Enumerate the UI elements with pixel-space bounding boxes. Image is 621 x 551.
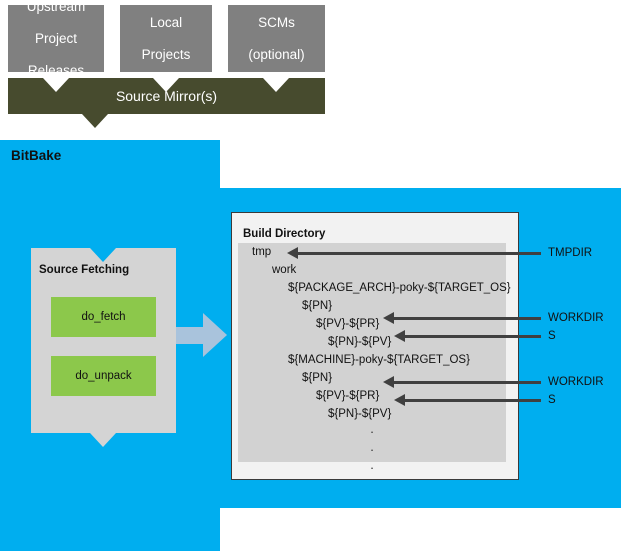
source-box-line: Projects xyxy=(141,46,191,62)
tree-row: ${PN}-${PV} xyxy=(328,408,392,420)
callout-label-s-1: S xyxy=(548,330,556,342)
source-fetching-panel xyxy=(31,248,176,433)
source-box-line: Local xyxy=(149,14,183,30)
flow-notch-local-icon xyxy=(153,78,179,92)
bitbake-region-upper xyxy=(0,140,220,188)
bitbake-region-left-column xyxy=(0,508,220,551)
callout-label-workdir-1: WORKDIR xyxy=(548,312,604,324)
tree-row: ${PN} xyxy=(302,300,333,312)
source-box-line: Project xyxy=(34,30,78,46)
callout-arrowhead-workdir-1-icon xyxy=(383,312,394,324)
source-box-line: (optional) xyxy=(248,46,305,62)
source-box-line: Upstream xyxy=(26,0,86,14)
tree-row: ${PACKAGE_ARCH}-poky-${TARGET_OS} xyxy=(288,282,511,294)
callout-shaft-tmpdir xyxy=(296,252,541,255)
tree-ellipsis-dot: · xyxy=(369,424,375,439)
task-box-do-unpack[interactable]: do_unpack xyxy=(51,356,156,396)
callout-label-workdir-2: WORKDIR xyxy=(548,376,604,388)
build-directory-tree: tmp work ${PACKAGE_ARCH}-poky-${TARGET_O… xyxy=(238,243,511,477)
flow-notch-bitbake-in-icon xyxy=(82,140,108,154)
source-fetching-title: Source Fetching xyxy=(39,264,130,276)
task-label: do_fetch xyxy=(81,311,126,323)
tree-row: ${PN}-${PV} xyxy=(328,336,392,348)
source-box-line: Releases xyxy=(27,62,85,78)
tree-row: ${PV}-${PR} xyxy=(316,390,380,402)
tree-row: ${PN} xyxy=(302,372,333,384)
callout-arrowhead-s-1-icon xyxy=(394,330,405,342)
tree-ellipsis-dot: · xyxy=(369,442,375,457)
tree-row: ${MACHINE}-poky-${TARGET_OS} xyxy=(288,354,470,366)
task-label: do_unpack xyxy=(75,370,132,382)
flow-arrow-to-build-directory-head-icon xyxy=(203,313,227,357)
build-directory-tree-background xyxy=(238,243,506,462)
callout-label-s-2: S xyxy=(548,394,556,406)
flow-notch-upstream-icon xyxy=(43,78,69,92)
callout-label-tmpdir: TMPDIR xyxy=(548,247,593,259)
callout-shaft-s-1 xyxy=(403,335,541,338)
flow-arrow-to-build-directory-shaft xyxy=(176,327,208,344)
flow-notch-fetch-in-icon xyxy=(90,248,116,262)
tree-row: work xyxy=(272,264,297,276)
flow-notch-scms-icon xyxy=(263,78,289,92)
source-box-upstream-project-releases: Upstream Project Releases xyxy=(8,0,104,78)
flow-notch-fetch-out-icon xyxy=(90,433,116,447)
source-box-local-projects: Local Projects xyxy=(120,5,212,72)
flow-notch-mirror-out-icon xyxy=(82,114,108,128)
build-directory-title: Build Directory xyxy=(243,228,326,240)
callout-arrowhead-s-2-icon xyxy=(394,394,405,406)
tree-row: tmp xyxy=(252,246,272,258)
task-box-do-fetch[interactable]: do_fetch xyxy=(51,297,156,337)
callout-shaft-s-2 xyxy=(403,399,541,402)
source-box-scms-optional: SCMs (optional) xyxy=(228,5,325,72)
tree-ellipsis-dot: · xyxy=(369,460,375,475)
callout-arrowhead-tmpdir-icon xyxy=(287,247,298,259)
source-box-line: SCMs xyxy=(258,14,295,30)
bitbake-label: BitBake xyxy=(11,148,62,163)
callout-shaft-workdir-2 xyxy=(392,381,541,384)
callout-arrowhead-workdir-2-icon xyxy=(383,376,394,388)
callout-shaft-workdir-1 xyxy=(392,317,541,320)
source-mirror-label: Source Mirror(s) xyxy=(115,88,218,104)
tree-row: ${PV}-${PR} xyxy=(316,318,380,330)
